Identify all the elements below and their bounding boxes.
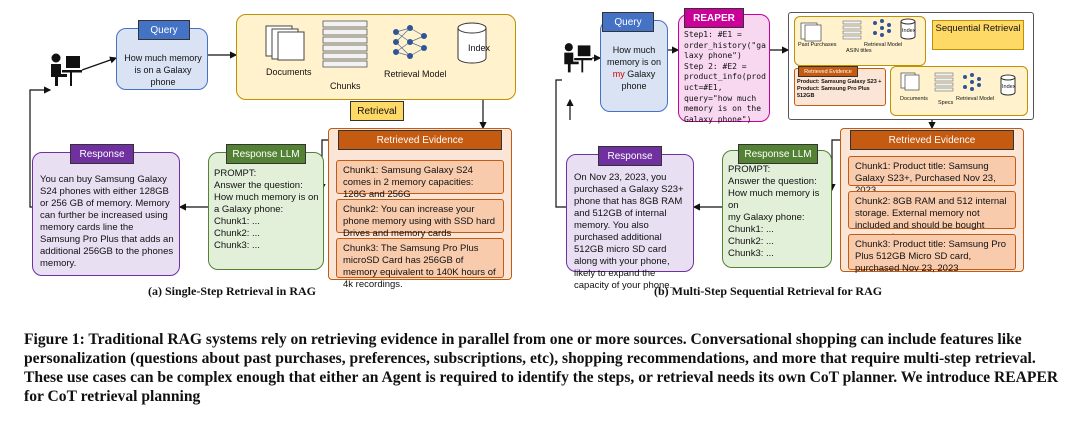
response-box-b — [566, 154, 694, 272]
index-label-b2: Index — [1002, 84, 1016, 90]
specs-label-b2: Specs — [938, 100, 954, 106]
chunk2-b: Chunk2: 8GB RAM and 512 internal storage… — [848, 191, 1016, 243]
retrieval-model-label-b1: Retrieval Model — [864, 42, 903, 48]
documents-label-a: Documents — [266, 67, 312, 77]
evidence-tag-a: Retrieved Evidence — [338, 130, 502, 150]
mini-evidence-text-b: Product: Samsung Galaxy S23 + Product: S… — [797, 79, 882, 99]
documents-icon-a — [264, 24, 308, 62]
chunks-label-a: Chunks — [330, 81, 361, 91]
response-llm-tag-a: Response LLM — [226, 144, 306, 164]
retrieval-model-label-a: Retrieval Model — [384, 69, 447, 79]
chunk3-a: Chunk3: The Samsung Pro Plus microSD Car… — [336, 238, 504, 290]
neural-network-icon-b2 — [962, 72, 982, 92]
past-purchases-icon-b — [800, 22, 826, 42]
specs-icon-b2 — [934, 72, 954, 96]
query-tag-b: Query — [602, 12, 654, 32]
asin-titles-label-b: ASIN titles — [846, 48, 872, 54]
documents-icon-b2 — [900, 72, 924, 92]
user-at-computer-icon-b — [558, 38, 594, 78]
index-database-icon-a — [456, 22, 488, 64]
chunk3-b: Chunk3: Product title: Samsung Pro Plus … — [848, 234, 1016, 274]
user-at-computer-icon-a — [44, 50, 84, 90]
sequential-retrieval-label-b: Sequential Retrieval — [935, 23, 1021, 34]
retrieval-tag-a: Retrieval — [350, 101, 404, 121]
chunk1-b: Chunk1: Product title: Samsung Galaxy S2… — [848, 156, 1016, 196]
index-label-a: Index — [468, 43, 491, 53]
chunk2-a: Chunk2: You can increase your phone memo… — [336, 199, 504, 239]
retrieval-model-label-b2: Retrieval Model — [956, 96, 995, 102]
query-text-a: How much memory is on a Galaxy phone — [124, 53, 202, 87]
response-llm-box-a — [208, 152, 324, 270]
mini-evidence-tag-b: Retrieved Evidence — [798, 66, 858, 77]
documents-label-b2: Documents — [900, 96, 928, 102]
response-llm-text-b: PROMPT: Answer the question: How much me… — [728, 164, 820, 259]
response-llm-text-a: PROMPT: Answer the question: How much me… — [214, 168, 319, 251]
response-tag-a: Response — [70, 144, 134, 164]
query-text-pre-b: How much memory is on — [606, 45, 661, 67]
reaper-code-b: Step1: #E1 = order_history("ga laxy phon… — [684, 30, 766, 124]
query-text-post-b: Galaxy phone — [621, 69, 656, 91]
past-purchases-label-b: Past Purchases — [798, 42, 837, 48]
chunks-icon-a — [322, 20, 368, 72]
neural-network-icon-a — [390, 22, 430, 62]
query-text-b: How much memory is on my Galaxy phone — [604, 44, 664, 92]
response-text-a: You can buy Samsung Galaxy S24 phones wi… — [40, 174, 174, 269]
caption-b: (b) Multi-Step Sequential Retrieval for … — [654, 284, 883, 298]
asin-titles-icon-b — [842, 20, 862, 44]
reaper-tag-b: REAPER — [684, 8, 744, 28]
evidence-tag-b: Retrieved Evidence — [850, 130, 1014, 150]
query-tag-a: Query — [138, 20, 190, 40]
chunk1-a: Chunk1: Samsung Galaxy S24 comes in 2 me… — [336, 160, 504, 200]
index-label-b1: Index — [902, 28, 916, 34]
caption-a: (a) Single-Step Retrieval in RAG — [148, 284, 316, 298]
index-icon-b1 — [900, 18, 916, 40]
response-llm-box-b — [722, 150, 832, 268]
response-tag-b: Response — [598, 146, 662, 166]
arrow-response-to-user-b — [555, 79, 568, 208]
neural-network-icon-b1 — [872, 18, 892, 38]
arrow-user-to-query-a — [81, 56, 118, 71]
response-text-b: On Nov 23, 2023, you purchased a Galaxy … — [574, 172, 684, 291]
index-icon-b2 — [1000, 74, 1016, 96]
query-my-b: my — [612, 69, 625, 79]
sequential-retrieval-tag-b: Sequential Retrieval — [932, 20, 1024, 50]
response-llm-tag-b: Response LLM — [738, 144, 818, 164]
figure-caption: Figure 1: Traditional RAG systems rely o… — [24, 331, 1059, 405]
